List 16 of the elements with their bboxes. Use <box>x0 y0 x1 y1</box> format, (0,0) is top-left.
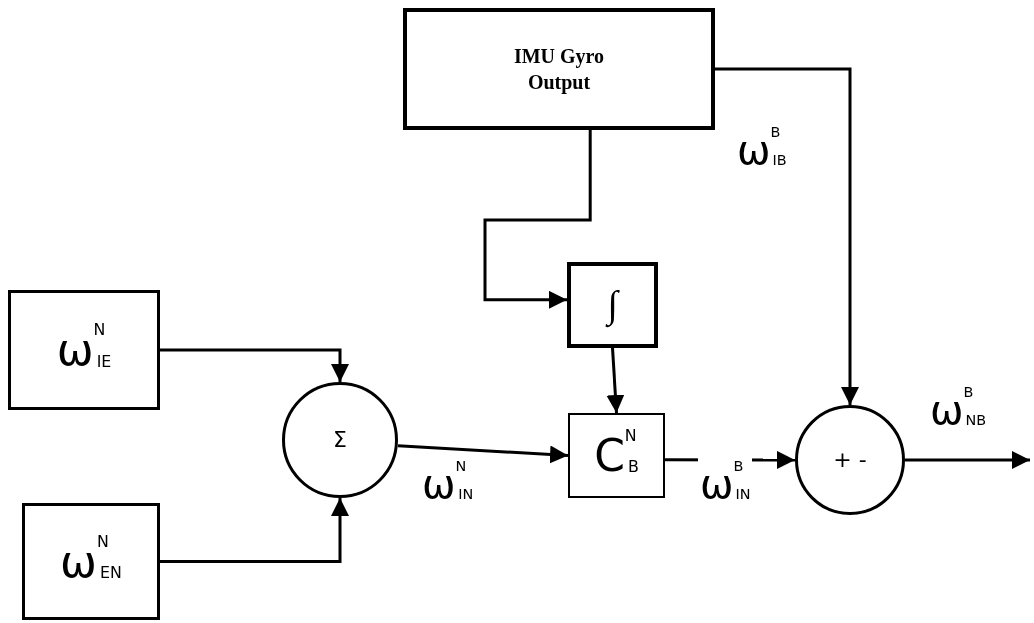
block-box <box>568 413 665 498</box>
arrow <box>715 67 859 405</box>
node-label: IMU Gyro Output <box>512 44 606 95</box>
arrow <box>397 444 569 464</box>
block-box <box>403 8 715 130</box>
node-label: + - <box>832 445 868 474</box>
arrow <box>160 348 349 382</box>
arrow <box>483 130 592 309</box>
block-box <box>8 290 160 410</box>
arrow <box>606 347 625 414</box>
node-label: Σ <box>332 425 348 454</box>
arrow <box>905 451 1030 469</box>
node-label: ∫ <box>604 282 621 330</box>
block-box <box>22 503 160 620</box>
arrow <box>160 498 349 563</box>
block-box <box>567 262 658 348</box>
